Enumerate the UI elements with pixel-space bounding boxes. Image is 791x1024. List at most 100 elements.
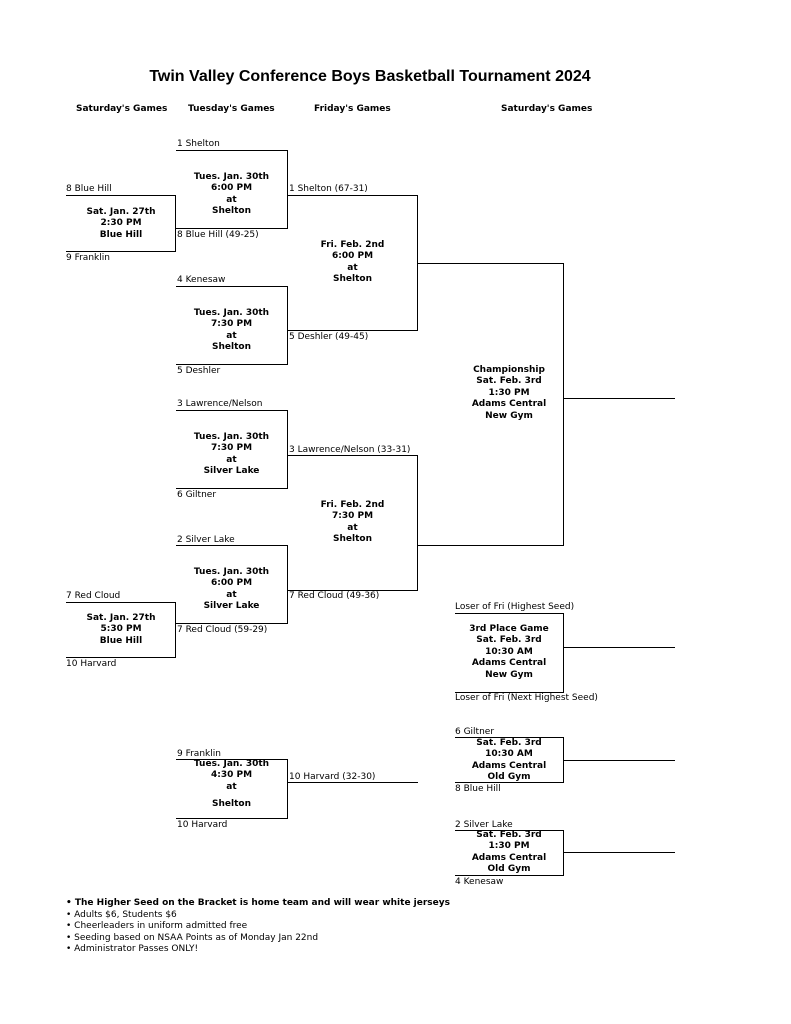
game-info-old-gym-second: Sat. Feb. 3rd 1:30 PM Adams Central Old …: [455, 830, 563, 876]
team-result-red-cloud-friday: 7 Red Cloud (49-36): [289, 591, 380, 601]
game-info-line: Tues. Jan. 30th: [193, 308, 270, 318]
game-info-line: Sat. Feb. 3rd: [476, 376, 542, 387]
team-label-loser-highest: Loser of Fri (Highest Seed): [455, 602, 575, 612]
team-label-red-cloud: 7 Red Cloud: [66, 591, 121, 601]
game-info-line: at: [226, 330, 237, 341]
game-info-old-gym-first: Sat. Feb. 3rd 10:30 AM Adams Central Old…: [455, 738, 563, 784]
game-info-fri-first: Fri. Feb. 2nd 6:00 PM at Shelton: [288, 240, 417, 286]
game-info-line: 7:30 PM: [331, 511, 374, 522]
bracket-line: [564, 398, 675, 399]
team-label-deshler: 5 Deshler: [177, 366, 221, 376]
note-seeding: • Seeding based on NSAA Points as of Mon…: [66, 932, 319, 943]
game-info-line: Championship: [473, 365, 545, 375]
game-info-line: Tues. Jan. 30th: [193, 759, 270, 769]
bracket-line: [455, 782, 564, 783]
game-info-line: Sat. Jan. 27th: [86, 207, 156, 217]
game-info-line: 5:30 PM: [100, 624, 142, 635]
game-info-third-place: 3rd Place Game Sat. Feb. 3rd 10:30 AM Ad…: [455, 624, 563, 681]
team-label-kenesaw-old-gym: 4 Kenesaw: [455, 877, 504, 887]
game-info-line: Tues. Jan. 30th: [193, 432, 270, 442]
game-info-line: Silver Lake: [203, 601, 260, 612]
team-label-giltner: 6 Giltner: [177, 490, 217, 500]
bracket-line: [455, 613, 564, 614]
game-info-line: at: [226, 781, 237, 792]
game-info-line: 6:00 PM: [210, 578, 253, 589]
bracket-line: [288, 590, 418, 591]
game-info-sat-jan-27-first: Sat. Jan. 27th 2:30 PM Blue Hill: [66, 207, 176, 241]
game-info-line: Shelton: [212, 206, 251, 217]
bracket-line: [66, 657, 176, 658]
game-info-line: at: [347, 522, 358, 533]
bracket-line: [418, 545, 564, 546]
bracket-line: [287, 150, 288, 229]
game-info-championship: Championship Sat. Feb. 3rd 1:30 PM Adams…: [455, 365, 563, 422]
game-info-line: Blue Hill: [99, 635, 143, 646]
game-info-line: 3rd Place Game: [469, 624, 549, 634]
bracket-line: [288, 455, 418, 456]
bracket-line: [564, 760, 675, 761]
game-info-tues-silver-lake-first: Tues. Jan. 30th 7:30 PM at Silver Lake: [176, 432, 287, 478]
bracket-line: [287, 759, 288, 819]
column-header-friday: Friday's Games: [314, 104, 391, 114]
game-info-line: Sat. Feb. 3rd: [476, 635, 542, 646]
bracket-line: [417, 195, 418, 331]
game-info-line: 10:30 AM: [485, 749, 533, 760]
bracket-line: [455, 830, 564, 831]
tournament-notes: • The Higher Seed on the Bracket is home…: [66, 898, 450, 956]
game-info-line: Old Gym: [487, 864, 531, 875]
bracket-line: [176, 623, 288, 624]
game-info-sat-jan-27-second: Sat. Jan. 27th 5:30 PM Blue Hill: [66, 613, 176, 647]
game-info-line: at: [347, 262, 358, 273]
bracket-line: [288, 195, 418, 196]
bracket-line: [288, 782, 418, 783]
game-info-tues-shelton-second: Tues. Jan. 30th 7:30 PM at Shelton: [176, 308, 287, 354]
game-info-line: New Gym: [485, 410, 533, 421]
bracket-line: [564, 647, 675, 648]
bracket-line: [66, 602, 176, 603]
bracket-line: [176, 364, 288, 365]
game-info-line: 10:30 AM: [485, 646, 533, 657]
team-label-silver-lake: 2 Silver Lake: [177, 535, 235, 545]
bracket-line: [287, 410, 288, 489]
game-info-line: Sat. Feb. 3rd: [476, 830, 542, 840]
team-label-giltner-old-gym: 6 Giltner: [455, 727, 495, 737]
bracket-line: [176, 759, 288, 760]
bracket-line: [176, 818, 288, 819]
bracket-line: [563, 830, 564, 876]
game-info-line: Silver Lake: [203, 466, 260, 477]
team-label-harvard-consolation: 10 Harvard: [177, 820, 228, 830]
game-info-line: Adams Central: [471, 399, 547, 410]
bracket-line: [66, 195, 176, 196]
game-info-line: Sat. Feb. 3rd: [476, 738, 542, 748]
column-header-saturday-first-round: Saturday's Games: [76, 104, 168, 114]
page-title: Twin Valley Conference Boys Basketball T…: [149, 68, 591, 85]
team-label-shelton: 1 Shelton: [177, 139, 220, 149]
game-info-line: Shelton: [212, 342, 251, 353]
game-info-line: New Gym: [485, 669, 533, 680]
game-info-line: 7:30 PM: [210, 319, 253, 330]
team-result-deshler: 5 Deshler (49-45): [289, 332, 369, 342]
team-label-blue-hill-old-gym: 8 Blue Hill: [455, 784, 501, 794]
team-label-silver-lake-old-gym: 2 Silver Lake: [455, 820, 513, 830]
bracket-line: [288, 330, 418, 331]
bracket-line: [418, 263, 564, 264]
game-info-line: Fri. Feb. 2nd: [320, 240, 385, 250]
game-info-line: 1:30 PM: [488, 841, 530, 852]
team-label-loser-next: Loser of Fri (Next Highest Seed): [455, 693, 598, 703]
team-label-franklin: 9 Franklin: [66, 253, 110, 263]
note-cheerleaders: • Cheerleaders in uniform admitted free: [66, 921, 248, 932]
bracket-line: [176, 488, 288, 489]
team-result-lawrence-nelson: 3 Lawrence/Nelson (33-31): [289, 445, 411, 455]
game-info-line: Tues. Jan. 30th: [193, 172, 270, 182]
team-result-red-cloud: 7 Red Cloud (59-29): [177, 625, 268, 635]
bracket-line: [66, 251, 176, 252]
bracket-line: [287, 286, 288, 365]
team-label-blue-hill: 8 Blue Hill: [66, 184, 112, 194]
game-info-line: Adams Central: [471, 760, 547, 771]
game-info-tues-silver-lake-second: Tues. Jan. 30th 6:00 PM at Silver Lake: [176, 567, 287, 613]
note-home-team: • The Higher Seed on the Bracket is home…: [66, 898, 450, 908]
game-info-line: Adams Central: [471, 658, 547, 669]
game-info-line: Shelton: [333, 274, 372, 285]
game-info-line: Blue Hill: [99, 229, 143, 240]
note-passes: • Administrator Passes ONLY!: [66, 944, 199, 955]
